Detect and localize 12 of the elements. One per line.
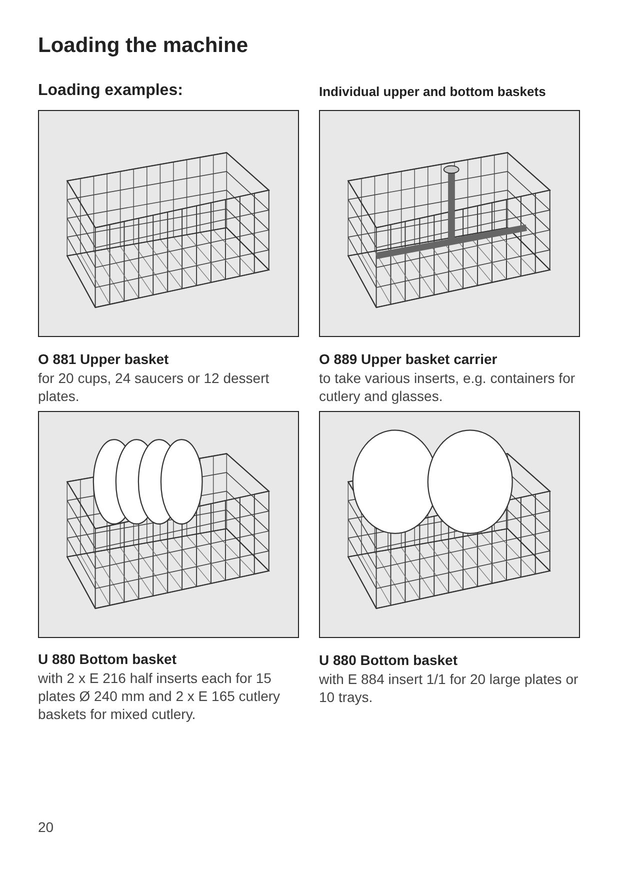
caption-text: with E 884 insert 1/1 for 20 large plates or 10 trays.: [319, 670, 580, 706]
caption-text: to take various inserts, e.g. containers for cutlery and glasses.: [319, 369, 576, 405]
caption-text: for 20 cups, 24 saucers or 12 dessert plates.: [38, 369, 270, 405]
section-heading: Loading examples:: [38, 82, 184, 100]
caption-heading: O 881 Upper basket: [38, 351, 170, 367]
section-heading: Individual upper and bottom baskets: [319, 84, 547, 99]
page-title: Loading the machine: [38, 34, 248, 58]
caption-text: with 2 x E 216 half inserts each for 15 plates Ø 240 mm and 2 x E 165 cutlery baskets for mixed cutlery.: [38, 669, 282, 723]
caption-heading: O 889 Upper basket carrier: [319, 351, 498, 367]
page-number: 20: [38, 818, 55, 836]
caption-heading: U 880 Bottom basket: [319, 652, 458, 668]
caption-heading: U 880 Bottom basket: [38, 651, 178, 667]
